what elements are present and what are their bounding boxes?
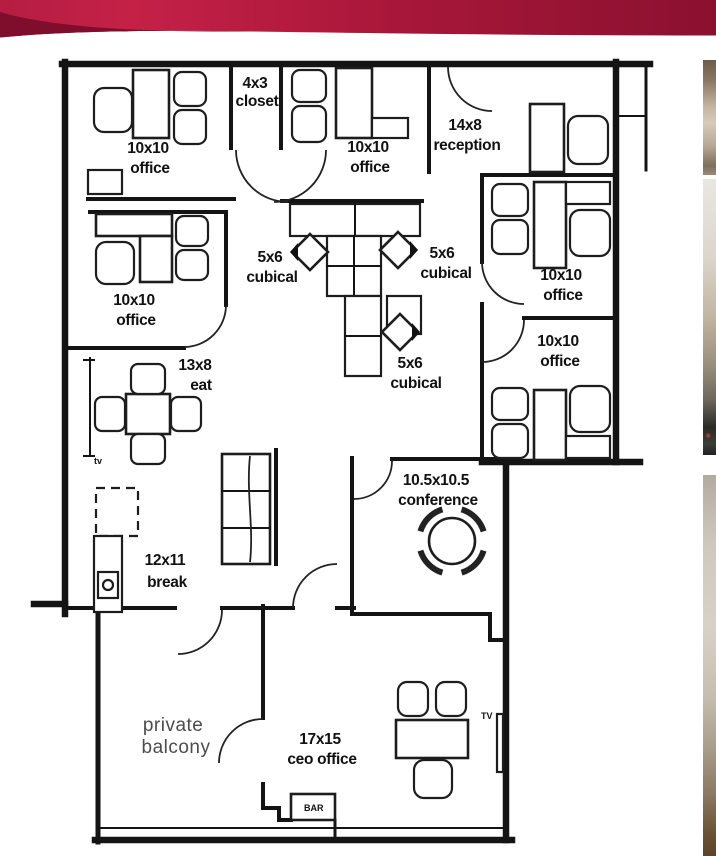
cubical-right-label: 5x6 cubical xyxy=(420,245,471,282)
office-n-furniture xyxy=(290,66,410,144)
exterior-walls xyxy=(30,58,654,845)
office-e-upper-label: 10x10 office xyxy=(540,267,586,304)
banner-swoosh xyxy=(0,12,250,38)
cubicle-cluster xyxy=(288,202,423,378)
bar-label: BAR xyxy=(304,803,324,813)
cubical-left-label: 5x6 cubical xyxy=(246,249,297,286)
office-n-label: 10x10 office xyxy=(347,139,393,176)
interior-walls xyxy=(63,62,618,842)
brand-banner xyxy=(0,0,716,42)
room-labels: 10x10 office 4x3 closet 10x10 office 14x… xyxy=(94,75,586,813)
building-exterior-photo[interactable] xyxy=(703,179,716,455)
ceo-office-label: 17x15 ceo office xyxy=(287,731,357,768)
bar-counter xyxy=(289,792,337,822)
office-e-lower-label: 10x10 office xyxy=(537,333,583,370)
office-nw-label: 10x10 office xyxy=(127,140,173,177)
office-e-upper-furniture xyxy=(490,180,612,270)
conference-table-set xyxy=(417,506,487,576)
office-w-furniture xyxy=(94,212,210,286)
tv-break-label: tv xyxy=(94,456,102,466)
reception-label: 14x8 reception xyxy=(433,117,500,154)
interior-photo[interactable] xyxy=(703,60,716,175)
office-w-label: 10x10 office xyxy=(113,292,159,329)
tv-ceo-label: TV xyxy=(481,711,493,721)
conference-label: 10.5x10.5 conference xyxy=(398,472,478,509)
balcony-label: private balcony xyxy=(142,715,211,758)
reception-desk xyxy=(528,102,610,174)
brand-banner-graphic xyxy=(0,0,716,38)
office-nw-furniture xyxy=(86,68,208,196)
office-e-lower-furniture xyxy=(490,384,612,462)
eat-table-set xyxy=(93,362,203,466)
break-room-fixtures xyxy=(92,452,272,614)
door-swings xyxy=(177,66,525,764)
closet-label: 4x3 closet xyxy=(236,75,279,110)
break-room-label: 12x11 break xyxy=(145,552,190,591)
eat-label: 13x8 eat xyxy=(178,357,215,394)
interior-photo-2[interactable] xyxy=(703,475,716,856)
cubical-bottom-label: 5x6 cubical xyxy=(390,355,441,392)
banner-band xyxy=(0,0,716,38)
ceo-office-furniture xyxy=(394,680,505,800)
